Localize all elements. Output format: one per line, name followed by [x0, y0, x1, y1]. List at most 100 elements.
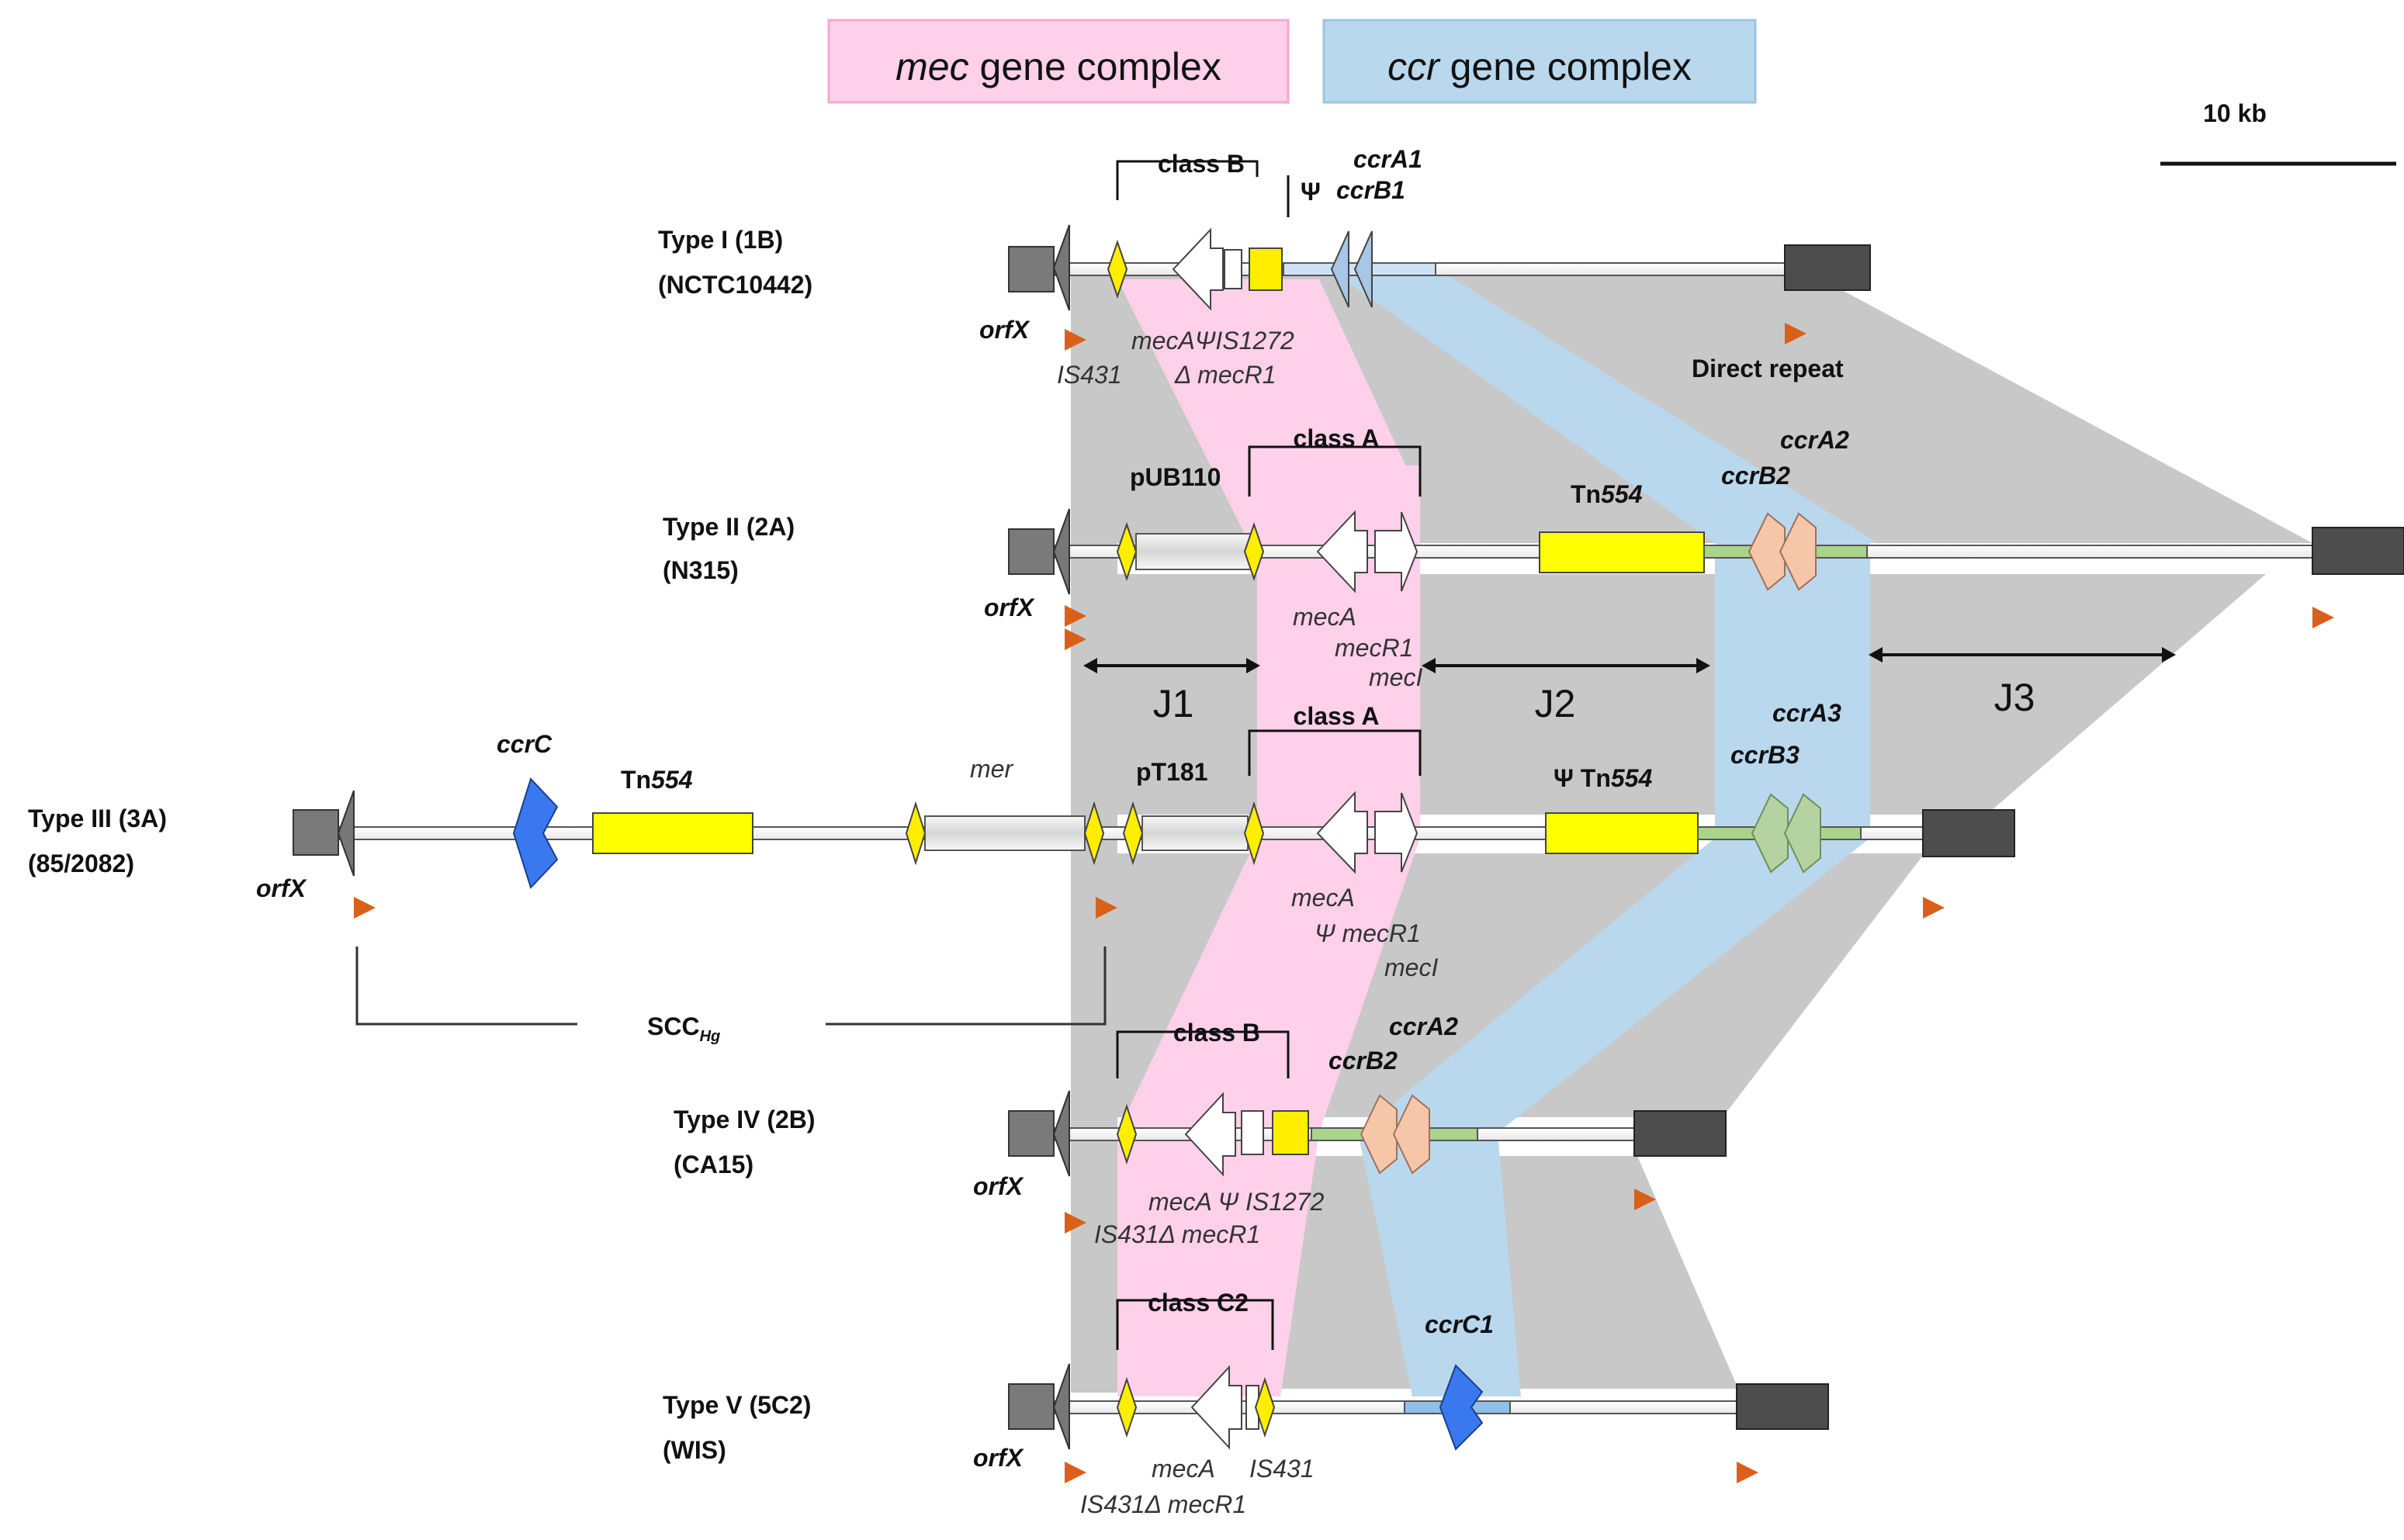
ccr-band-1-2	[1327, 268, 1878, 543]
ccr-band-2-3	[1715, 543, 1870, 838]
type2-meca-label: mecA	[1293, 603, 1356, 631]
j2-label: J2	[1535, 682, 1576, 725]
ccr-band-3-4	[1358, 838, 1870, 1133]
type4-name: Type IV (2B)	[674, 1106, 816, 1133]
type3-class-a-label: class A	[1294, 702, 1380, 730]
j3-arrow-left	[1869, 647, 1883, 663]
type4-is431	[1116, 1103, 1138, 1165]
type2-orfx-label: orfX	[984, 594, 1035, 621]
type4-right-end	[1633, 1110, 1727, 1157]
type3-ccrb3-arrow	[1783, 793, 1821, 874]
type5-ccrc1-label: ccrC1	[1425, 1310, 1494, 1338]
type4-direct-repeat-right	[1634, 1189, 1656, 1210]
type1-class-b-label: class B	[1158, 150, 1245, 178]
j2-arrow-right	[1696, 658, 1710, 673]
type1-psi-label: Ψ	[1301, 178, 1321, 206]
scc-hg-bracket-left	[355, 946, 577, 1026]
type3-psi-tn554-label: Ψ Tn554	[1554, 764, 1652, 792]
type3-tn554	[592, 812, 753, 854]
type5-direct-repeat-right	[1737, 1462, 1758, 1483]
type3-strain: (85/2082)	[28, 850, 134, 877]
type3-mecr1-arrow	[1374, 792, 1418, 873]
type2-strain: (N315)	[663, 556, 739, 584]
type5-ccrc1-arrow	[1439, 1364, 1484, 1451]
type3-mer-label: mer	[970, 755, 1013, 783]
type2-meci-label: mecI	[1369, 663, 1422, 691]
type5-class-c2-label: class C2	[1148, 1289, 1249, 1317]
type3-name: Type III (3A)	[28, 805, 167, 832]
type4-delta-mecr1	[1241, 1110, 1264, 1155]
type5-name: Type V (5C2)	[663, 1391, 811, 1419]
type5-direct-repeat-left	[1065, 1462, 1086, 1483]
type1-is431	[1107, 239, 1128, 299]
type2-mecr1-arrow	[1374, 511, 1418, 592]
type3-class-a-bracket	[1248, 729, 1422, 776]
type5-class-c2-bracket	[1116, 1299, 1274, 1350]
type3-is431-mer-left	[905, 801, 927, 866]
type3-pt181-label: pT181	[1136, 758, 1207, 786]
type1-meca-arrow	[1172, 227, 1224, 311]
j1-label: J1	[1153, 682, 1194, 725]
type2-direct-repeat-left	[1065, 605, 1086, 627]
type3-ccrb3-label: ccrB3	[1730, 741, 1800, 769]
type1-track: class B Ψ ccrA1 ccrB1 orfX mecAΨIS1272 I…	[979, 145, 1871, 389]
scc-hg-label: SCCHg	[647, 1012, 720, 1045]
type2-direct-repeat-left-b	[1065, 628, 1086, 650]
type5-is431-left	[1116, 1376, 1138, 1438]
type1-psi-mecr1	[1224, 249, 1242, 289]
type3-direct-repeat-left	[354, 897, 376, 919]
type1-right-end	[1784, 244, 1871, 291]
type4-direct-repeat-left	[1065, 1212, 1086, 1234]
type2-pub110	[1135, 533, 1252, 570]
type3-meca-label: mecA	[1291, 884, 1355, 912]
type4-is431-delta-mecr1-label: IS431Δ mecR1	[1094, 1220, 1260, 1248]
type3-is431-pt181-right	[1243, 801, 1265, 866]
legend-mec-label: mec gene complex	[895, 45, 1221, 88]
type2-tn554	[1539, 531, 1705, 573]
type1-ccra1-arrow	[1330, 230, 1349, 308]
type4-is1272	[1272, 1110, 1309, 1155]
type3-direct-repeat-mid	[1096, 897, 1117, 919]
type1-is431-label: IS431	[1057, 361, 1122, 389]
type2-right-end	[2312, 527, 2404, 575]
type3-left-end	[293, 809, 339, 856]
type3-track: class A pT181 mer Tn554 ccrC Ψ Tn554 ccr…	[256, 699, 2015, 1045]
type4-meca-arrow	[1184, 1092, 1236, 1177]
type5-orfx-label: orfX	[973, 1444, 1024, 1472]
j2-arrow-left	[1422, 658, 1436, 673]
type2-class-a-bracket	[1248, 445, 1422, 497]
type2-tn554-label: Tn554	[1571, 480, 1643, 508]
scale-bar-label: 10 kb	[2203, 99, 2267, 127]
type3-direct-repeat-right	[1923, 897, 1945, 919]
type4-orfx-label: orfX	[973, 1172, 1024, 1200]
mec-band-3-4	[1117, 838, 1420, 1133]
mec-band-4-5	[1117, 1133, 1319, 1396]
type5-is431-right	[1254, 1376, 1276, 1438]
type4-track: class B ccrA2 ccrB2 orfX mecA Ψ IS1272 I…	[973, 1012, 1727, 1248]
j1-arrow-left	[1083, 658, 1097, 673]
type3-ccrc-arrow	[512, 777, 559, 889]
type5-meca-label: mecA	[1152, 1455, 1215, 1483]
type2-pub110-label: pUB110	[1130, 463, 1221, 491]
direct-repeat-label: Direct repeat	[1692, 355, 1844, 382]
type5-strain: (WIS)	[663, 1436, 726, 1464]
type1-meca-is1272-label: mecAΨIS1272	[1131, 327, 1294, 355]
type-labels: Type I (1B) (NCTC10442) Type II (2A) (N3…	[28, 226, 816, 1464]
type2-orfx-arrow	[1052, 508, 1070, 595]
type4-ccra2-label: ccrA2	[1389, 1012, 1458, 1040]
type3-is431-mer-right	[1083, 801, 1105, 866]
type2-meca-arrow	[1316, 510, 1368, 594]
type3-right-end	[1922, 809, 2015, 857]
type3-ccrc-label: ccrC	[497, 730, 553, 758]
type4-class-b-label: class B	[1173, 1019, 1260, 1047]
type3-mer	[924, 815, 1086, 851]
type3-meca-arrow	[1316, 791, 1368, 874]
junction-markers: J1 J2 J3	[1083, 647, 2176, 725]
j3-label: J3	[1994, 676, 2035, 719]
type5-is431-delta-mecr1-label: IS431Δ mecR1	[1080, 1490, 1246, 1518]
legend-mec-swatch	[827, 19, 1290, 104]
type2-mecr1-label: mecR1	[1335, 634, 1413, 662]
type4-strain: (CA15)	[674, 1151, 753, 1178]
type3-ccra3-label: ccrA3	[1772, 699, 1841, 727]
type2-class-a-label: class A	[1294, 424, 1380, 452]
